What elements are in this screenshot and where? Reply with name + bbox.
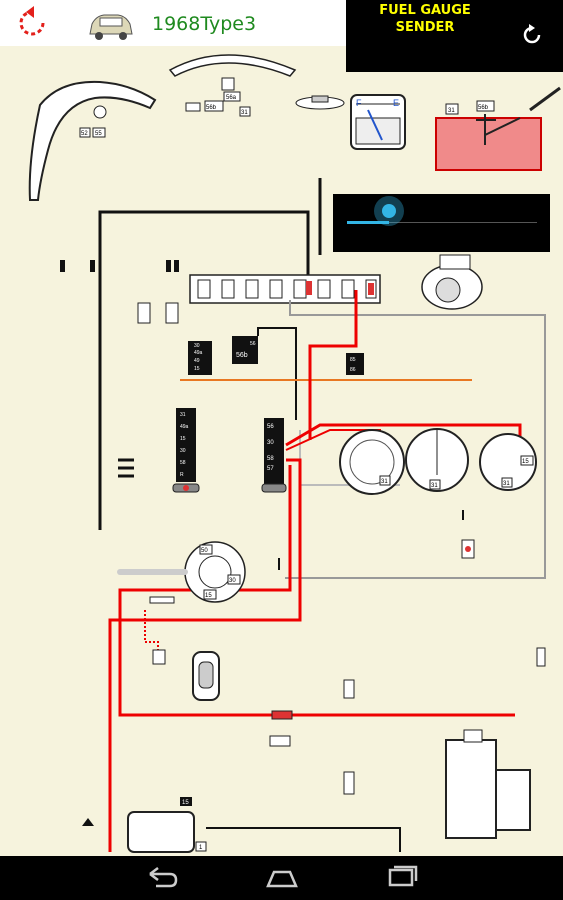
slider-fill: [347, 221, 389, 224]
term-switch-49a: 49a: [180, 424, 189, 430]
home-icon: [266, 870, 298, 888]
back-button[interactable]: [14, 4, 52, 42]
top-toolbar: 1968Type3: [0, 0, 346, 46]
harness-connector[interactable]: 56 30 58 57: [261, 418, 287, 493]
fuel-gauge[interactable]: F E: [350, 94, 406, 150]
app-title: 1968Type3: [152, 13, 257, 35]
term-harness-30: 30: [267, 440, 274, 446]
nav-recents-button[interactable]: [380, 864, 424, 892]
starter-motor[interactable]: [445, 729, 531, 839]
term-dimmer-56b: 56b: [236, 352, 248, 359]
term-tacho-15: 15: [522, 459, 529, 465]
app-screen: 52 55 56b 56a 31 F E: [0, 0, 563, 856]
term-horn-52: 52: [81, 131, 88, 137]
term-dimmer-56: 56: [250, 341, 256, 347]
term-switch-31: 31: [180, 412, 186, 418]
term-coil-15: 15: [182, 800, 189, 806]
distributor[interactable]: [421, 254, 483, 310]
term-bulb-56a: 56a: [226, 95, 237, 101]
gauge-full-mark: F: [356, 98, 362, 108]
light-switch[interactable]: 31 49a 15 30 58 R: [172, 408, 200, 493]
nav-home-button[interactable]: [260, 864, 304, 892]
slider-track[interactable]: [347, 222, 537, 223]
term-fuse-85: 85: [350, 357, 356, 363]
wiring-diagram[interactable]: 52 55 56b 56a 31 F E: [0, 0, 563, 856]
refresh-icon: [523, 24, 541, 44]
selected-component-label: FUEL GAUGE SENDER: [379, 3, 471, 35]
term-relay-30: 30: [194, 343, 200, 349]
term-gauge-31: 31: [381, 479, 388, 485]
car-icon: [89, 14, 133, 40]
term-harness-58: 58: [267, 456, 274, 462]
tachometer[interactable]: 15 31: [479, 433, 537, 491]
term-coil-1: 1: [199, 845, 203, 851]
term-switch-15: 15: [180, 436, 186, 442]
term-sender-56b: 56b: [478, 105, 489, 111]
term-harness-57: 57: [267, 466, 274, 472]
zoom-slider-panel: [333, 194, 550, 252]
term-switch-58: 58: [180, 460, 186, 466]
term-bulb-56b: 56b: [206, 105, 217, 111]
gauge-empty-mark: E: [393, 98, 399, 108]
horn-relay[interactable]: 85 86: [346, 353, 364, 375]
term-speedo-31: 31: [431, 483, 438, 489]
slider-thumb[interactable]: [373, 196, 404, 226]
dome-lamp[interactable]: [295, 95, 345, 110]
term-relay-49a: 49a: [194, 350, 203, 356]
fuse-box[interactable]: [189, 274, 381, 304]
back-arrow-icon: [149, 867, 178, 888]
fuel-tank-sender[interactable]: 31 56b: [435, 86, 561, 171]
term-ignition-15: 15: [205, 593, 212, 599]
term-horn-55: 55: [95, 131, 102, 137]
recents-icon: [388, 865, 418, 887]
term-relay-49: 49: [194, 358, 200, 364]
ignition-switch[interactable]: 50 30 15: [117, 541, 246, 603]
term-switch-30: 30: [180, 448, 186, 454]
headlight-housing[interactable]: 52 55: [28, 80, 157, 201]
system-nav-bar: [0, 856, 563, 900]
term-ignition-30: 30: [229, 578, 236, 584]
term-switch-R: R: [180, 472, 184, 478]
ignition-coil[interactable]: 15 1: [127, 797, 401, 853]
term-relay-15: 15: [194, 366, 200, 372]
flasher-relay[interactable]: 49a 49 15 30: [188, 341, 212, 375]
dimmer-relay[interactable]: 56b 56: [232, 327, 297, 420]
term-sender-31: 31: [448, 108, 455, 114]
term-harness-56: 56: [267, 424, 274, 430]
undo-arrow-icon: [19, 6, 45, 36]
nav-back-button[interactable]: [140, 864, 184, 892]
term-fuse-86: 86: [350, 367, 356, 373]
reset-button[interactable]: [518, 20, 548, 50]
clock-gauge[interactable]: 31: [405, 428, 469, 492]
speedometer[interactable]: 31: [339, 429, 405, 495]
license-light[interactable]: 56b 56a 31: [168, 54, 297, 117]
term-bulb-31: 31: [241, 110, 248, 116]
component-info-panel: FUEL GAUGE SENDER: [346, 0, 563, 72]
warning-lamp[interactable]: [192, 651, 220, 701]
term-tacho-31: 31: [503, 481, 510, 487]
term-ignition-50: 50: [201, 548, 208, 554]
